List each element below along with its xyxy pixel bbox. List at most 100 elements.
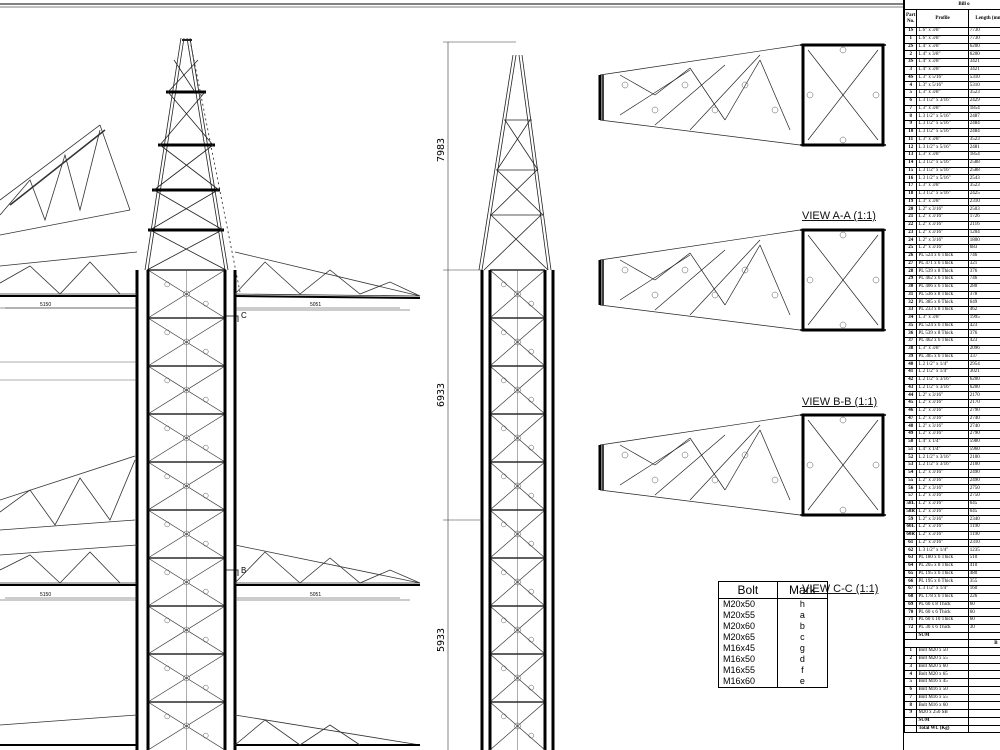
- section-view-b: [598, 228, 886, 332]
- bom-length: 2543: [967, 174, 1000, 183]
- bom-part-no: 43: [904, 383, 918, 393]
- bom-profile: L 3 1/2" x 5/16": [916, 174, 969, 183]
- bom-bolt-cell: [967, 654, 1000, 664]
- bom-title: Bill o: [904, 0, 1000, 10]
- tower-body-bracing-left: [147, 269, 226, 750]
- bom-length: 3523: [967, 135, 1000, 145]
- bom-length: 746: [967, 251, 1000, 261]
- bom-part-no: 54: [904, 468, 918, 478]
- bom-part-no: 36: [904, 329, 918, 338]
- bom-length: 2116: [967, 220, 1000, 230]
- bom-length: 5310: [967, 81, 1000, 90]
- bom-length: 6200: [967, 375, 1000, 385]
- bom-length: 2100: [967, 453, 1000, 462]
- bom-part-no: 7: [904, 104, 918, 114]
- bom-length: 6200: [967, 383, 1000, 393]
- bom-profile: L 2" x 3/16": [916, 530, 969, 540]
- bom-profile: L 3 1/2" x 5/16": [916, 120, 969, 129]
- bom-profile: L 3 1/2" x 5/16": [916, 127, 969, 137]
- bom-length: 1854: [967, 104, 1000, 114]
- tower-body-bracing-middle: [489, 269, 546, 750]
- bom-part-no: 29: [904, 275, 918, 284]
- bom-row: 55L 2" x 3/16"24901: [904, 476, 1000, 486]
- bom-length: 2740: [967, 422, 1000, 431]
- bom-bolt-cell: [967, 685, 1000, 695]
- bom-sum-label: SUM: [916, 631, 969, 641]
- bom-length: 2954: [967, 360, 1000, 369]
- bom-bolt-desc: Bolt M16 x 60: [916, 701, 969, 710]
- bom-profile: L 2" x 3/16": [916, 406, 969, 416]
- bom-part-no: 50: [904, 437, 918, 447]
- bom-length: 3421: [967, 65, 1000, 75]
- bom-part-no: 72: [904, 623, 918, 633]
- bom-length: 510: [967, 554, 1000, 563]
- bom-total-label: Total Wt. (Kg): [916, 724, 969, 734]
- bom-part-no: 8: [904, 112, 918, 121]
- section-label-c-text: C: [241, 311, 247, 320]
- bolt-size: M16x50: [718, 654, 778, 665]
- bom-row: 9L 3 1/2" x 5/16"24842: [904, 120, 1000, 129]
- bom-length: 60: [967, 600, 1000, 610]
- bom-profile: L 4" x 3/8": [916, 65, 969, 75]
- bom-length: 2484: [967, 120, 1000, 129]
- section-view-a: [598, 43, 886, 147]
- bom-part-no: 12: [904, 143, 918, 152]
- bom-row: 45L 2" x 3/16"21703: [904, 399, 1000, 408]
- bom-length: 5310: [967, 73, 1000, 83]
- bom-length: 2503: [967, 205, 1000, 214]
- bom-profile: L 2" x 3/16": [916, 468, 969, 478]
- bom-row: 8L 3 1/2" x 5/16"24872: [904, 112, 1000, 121]
- bom-profile: L 2" x 3/16": [916, 414, 969, 424]
- section-marker-c: [225, 315, 239, 322]
- bom-bolt-no: 4: [904, 670, 918, 679]
- bom-length: 7730: [967, 27, 1000, 36]
- bom-profile: PL 195 x 6 Thick: [916, 569, 969, 579]
- bom-profile: PL 30 x 6 Thick: [916, 623, 969, 633]
- bom-length: 2484: [967, 127, 1000, 137]
- arm-dim-left-1: 5150: [40, 302, 51, 308]
- bom-row: 6L 3 1/2" x 3/16"24292: [904, 96, 1000, 106]
- bom-length: 2588: [967, 166, 1000, 176]
- bom-row: 57L 2" x 3/16"27501: [904, 492, 1000, 501]
- bom-part-no: 30: [904, 282, 918, 292]
- bom-length: 3421: [967, 58, 1000, 67]
- bom-length: 480: [967, 569, 1000, 579]
- section-label-b-text: B: [241, 566, 246, 575]
- bom-part-no: 17: [904, 182, 918, 191]
- bom-profile: PL 471 x 6 Thick: [916, 259, 969, 269]
- bom-part-no: 33: [904, 306, 918, 315]
- bom-part-no: 4: [904, 81, 918, 90]
- bom-profile: PL 60 x 10 Thick: [916, 616, 969, 625]
- bom-part-no: 58R: [904, 507, 918, 517]
- dimension-top-height: 7983: [436, 138, 447, 162]
- bom-profile: PL 265 x 8 Thick: [916, 561, 969, 571]
- bom-length: 2310: [967, 197, 1000, 207]
- bom-col-profile: Profile: [916, 9, 969, 28]
- bom-length: 2429: [967, 96, 1000, 106]
- bom-length: 376: [967, 267, 1000, 276]
- bom-part-no: 39: [904, 352, 918, 362]
- bom-profile: L 2" x 3/16": [916, 399, 969, 408]
- bom-row: 22L 2" x 3/16"21161: [904, 220, 1000, 230]
- bom-length: 1204: [967, 228, 1000, 238]
- bom-length: 2790: [967, 430, 1000, 439]
- bom-length: 2740: [967, 414, 1000, 424]
- bom-part-no: 53: [904, 461, 918, 470]
- bom-row: 7L 3" x 3/8"18543: [904, 104, 1000, 114]
- bom-row: 56L 2" x 3/16"27501: [904, 484, 1000, 493]
- bom-bolt-no: 1: [904, 647, 918, 656]
- bom-part-no: 61: [904, 538, 918, 548]
- bom-bolt-desc: Bolt M20 x 65: [916, 670, 969, 679]
- bom-profile: L 2 1/2" x 3/16": [916, 375, 969, 385]
- bom-part-no: 20: [904, 205, 918, 214]
- bom-profile: L 2" x 3/16": [916, 213, 969, 222]
